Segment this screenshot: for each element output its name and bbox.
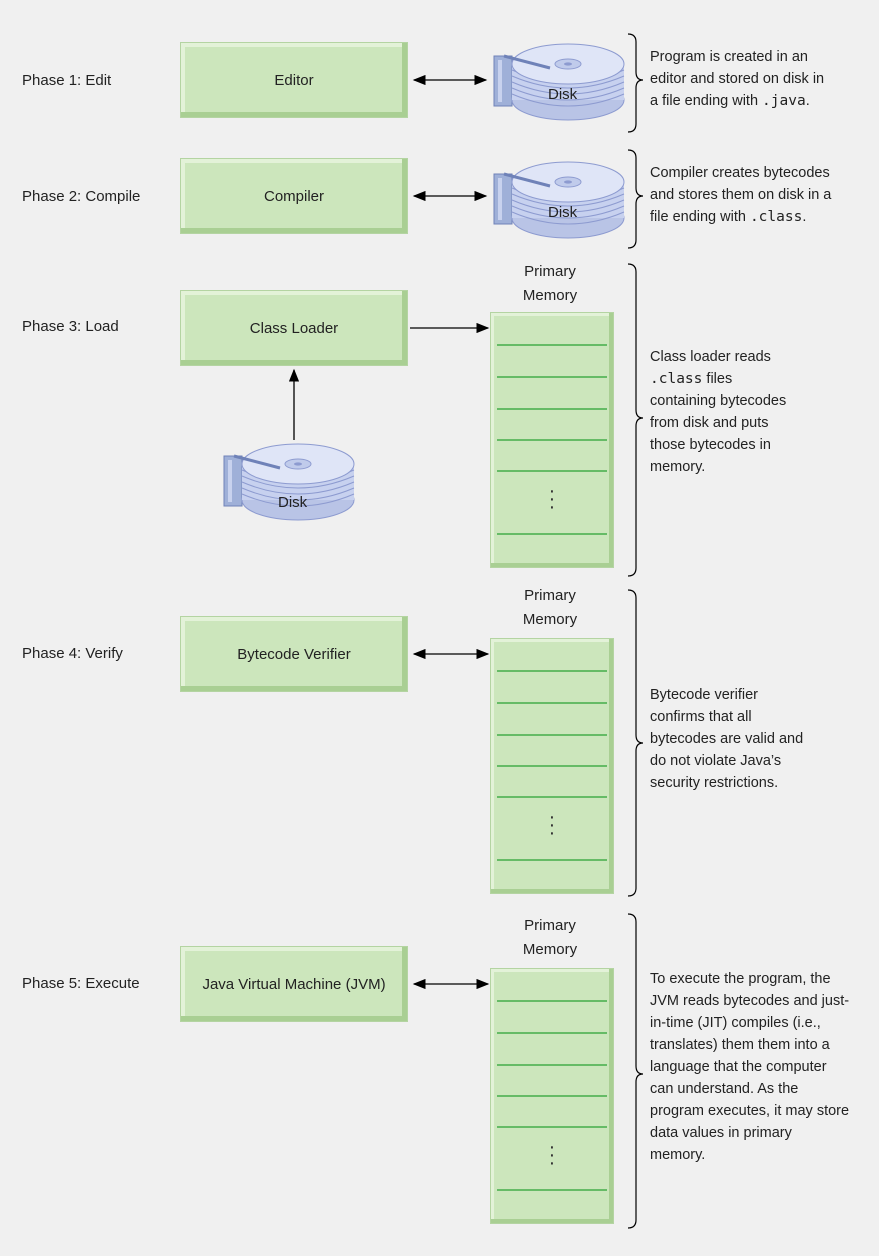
memory-slot-divider — [497, 796, 607, 798]
memory-slot-divider — [497, 439, 607, 441]
phase-1-label: Phase 1: Edit — [22, 72, 112, 89]
bytecode-verifier-box-label: Bytecode Verifier — [237, 645, 351, 663]
ellipsis-icon: ··· — [548, 806, 556, 844]
brace-phase-1 — [627, 33, 644, 133]
ellipsis-icon: ··· — [548, 480, 556, 518]
memory-slot-divider — [497, 376, 607, 378]
brace-phase-2 — [627, 149, 644, 249]
phase-3-label: Phase 3: Load — [22, 318, 119, 335]
phase-4-description: Bytecode verifier confirms that all byte… — [650, 687, 804, 791]
class-loader-box: Class Loader — [180, 290, 408, 366]
editor-box: Editor — [180, 42, 408, 118]
phase-3-description: Class loader reads .class files containi… — [650, 349, 787, 475]
phase-4-label: Phase 4: Verify — [22, 645, 123, 662]
memory-slot-divider — [497, 1095, 607, 1097]
brace-phase-4 — [627, 589, 644, 897]
memory-slot-divider — [497, 670, 607, 672]
editor-box-label: Editor — [274, 71, 314, 89]
memory-slot-divider — [497, 1126, 607, 1128]
phase-2-description: Compiler creates bytecodes and stores th… — [650, 165, 832, 225]
memory-slot-divider — [497, 533, 607, 535]
memory-slot-divider — [497, 702, 607, 704]
brace-phase-5 — [627, 913, 644, 1229]
memory-slot-divider — [497, 408, 607, 410]
memory-slot-divider — [497, 344, 607, 346]
memory-slot-divider — [497, 765, 607, 767]
memory-slot-divider — [497, 470, 607, 472]
disk-icon — [490, 28, 625, 121]
class-loader-box-label: Class Loader — [249, 319, 339, 337]
disk-label-phase-1: Disk — [548, 86, 578, 103]
phase-5-description: To execute the program, the JVM reads by… — [650, 971, 850, 1163]
phase-5-label: Phase 5: Execute — [22, 975, 140, 992]
jvm-box: Java Virtual Machine (JVM) — [180, 946, 408, 1022]
phase-2-label: Phase 2: Compile — [22, 188, 141, 205]
memory-slot-divider — [497, 859, 607, 861]
memory-slot-divider — [497, 1032, 607, 1034]
phase-1-description: Program is created in an editor and stor… — [650, 49, 825, 109]
compiler-box-label: Compiler — [263, 187, 324, 205]
ellipsis-icon: ··· — [548, 1136, 556, 1174]
memory-slot-divider — [497, 1189, 607, 1191]
brace-phase-3 — [627, 263, 644, 577]
disk-label-phase-2: Disk — [548, 204, 578, 221]
primary-memory-phase-3: ··· — [490, 312, 614, 568]
memory-slot-divider — [497, 734, 607, 736]
jvm-box-label: Java Virtual Machine (JVM) — [202, 975, 386, 993]
primary-memory-phase-5: ··· — [490, 968, 614, 1224]
disk-label-phase-3: Disk — [278, 494, 308, 511]
primary-memory-phase-4: ··· — [490, 638, 614, 894]
compiler-box: Compiler — [180, 158, 408, 234]
memory-slot-divider — [497, 1000, 607, 1002]
disk-icon — [220, 428, 355, 521]
disk-icon — [490, 146, 625, 239]
bytecode-verifier-box: Bytecode Verifier — [180, 616, 408, 692]
memory-slot-divider — [497, 1064, 607, 1066]
